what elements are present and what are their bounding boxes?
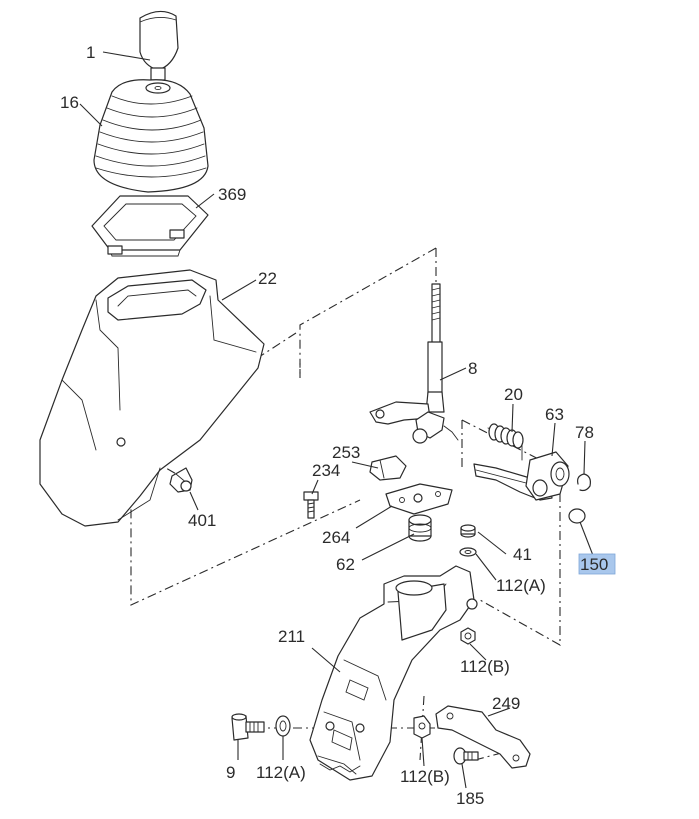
callout-63[interactable]: 63 [545,405,564,424]
washer-112a-bottom[interactable] [275,715,291,737]
console-fastener-clip[interactable] [169,467,193,493]
callout-9[interactable]: 9 [226,763,235,782]
callout-20[interactable]: 20 [504,385,523,404]
callout-16[interactable]: 16 [60,93,79,112]
callout-22[interactable]: 22 [258,269,277,288]
callout-401[interactable]: 401 [188,511,216,530]
callout-264[interactable]: 264 [322,528,350,547]
callout-150[interactable]: 150 [580,555,608,574]
shift-boot[interactable] [93,79,209,193]
callout-112b-right[interactable]: 112(B) [460,657,510,676]
shift-lever[interactable] [369,283,459,444]
shift-knob[interactable] [139,10,179,81]
callout-369[interactable]: 369 [218,185,246,204]
shift-lever-bracket[interactable] [309,565,475,781]
plate-bolt[interactable] [303,491,319,519]
leader-lines [79,51,595,789]
callout-112b-bottom[interactable]: 112(B) [400,767,450,786]
callout-211[interactable]: 211 [278,627,305,646]
snap-ring[interactable] [577,473,591,492]
callout-41[interactable]: 41 [513,545,532,564]
damper-pad[interactable] [369,455,407,481]
callout-249[interactable]: 249 [492,694,520,713]
lever-base-plate[interactable] [385,483,453,515]
callout-150-highlight [578,553,616,575]
lever-bushing[interactable] [525,451,570,501]
lever-grommet[interactable] [408,514,432,542]
callout-185[interactable]: 185 [456,789,484,808]
callout-78[interactable]: 78 [575,423,594,442]
boot-retainer-frame[interactable] [91,195,209,257]
callout-253[interactable]: 253 [332,443,360,462]
callout-62[interactable]: 62 [336,555,355,574]
callout-234[interactable]: 234 [312,461,340,480]
callout-112a-right[interactable]: 112(A) [496,576,546,595]
bracket-screw[interactable] [453,747,479,765]
callout-1[interactable]: 1 [86,43,95,62]
console-cover[interactable] [39,269,265,527]
rubber-cap[interactable] [568,508,586,524]
callout-112a-bottom[interactable]: 112(A) [256,763,306,782]
callout-labels: 1 16 369 22 401 8 20 63 78 253 234 264 6… [60,43,608,808]
bracket-bolt[interactable] [231,713,265,741]
mounting-bracket-plate[interactable] [435,705,531,769]
callout-8[interactable]: 8 [468,359,477,378]
nut-112b-right[interactable] [460,598,478,645]
washer-112a-right[interactable] [459,547,477,557]
nut-112b-bottom[interactable] [413,715,431,739]
return-spring[interactable] [487,423,524,461]
bushing-41[interactable] [460,524,476,538]
